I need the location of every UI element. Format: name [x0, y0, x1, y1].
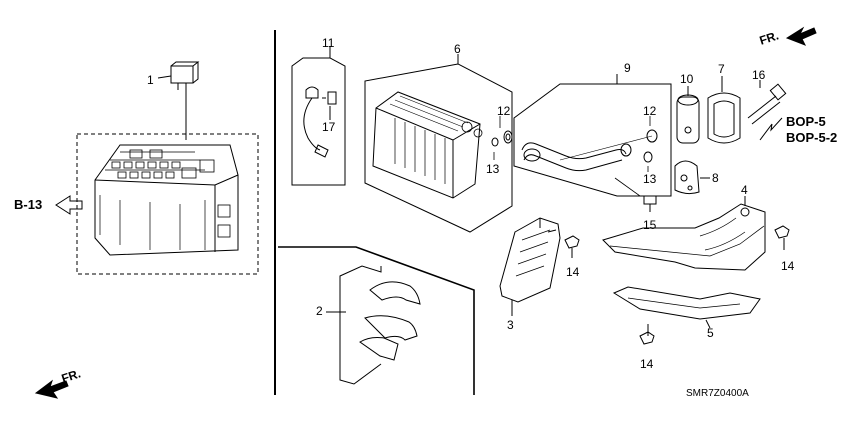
- callout-14b: 14: [781, 259, 795, 273]
- relay-part: [157, 61, 200, 140]
- evaporator-part: [364, 54, 513, 233]
- callout-12a: 12: [497, 104, 511, 118]
- callout-5: 5: [707, 326, 714, 340]
- ref-bop5: BOP-5: [786, 114, 826, 129]
- expansion-valve-part: [676, 86, 700, 144]
- ref-bop5-2: BOP-5-2: [786, 130, 838, 145]
- callout-17: 17: [322, 120, 336, 134]
- callout-12b: 12: [643, 104, 657, 118]
- callout-15: 15: [643, 218, 657, 232]
- mode-motor-part: [326, 265, 421, 385]
- callout-1: 1: [147, 73, 154, 87]
- panel-dividers: [274, 30, 475, 395]
- callout-11: 11: [322, 36, 335, 50]
- fuse-box-part: [76, 133, 259, 275]
- sensor-harness-part: [291, 46, 346, 186]
- callout-8: 8: [712, 171, 719, 185]
- pipe-part: [513, 74, 672, 197]
- gasket-part: [707, 76, 741, 144]
- callout-9: 9: [624, 61, 631, 75]
- callout-14a: 14: [566, 265, 580, 279]
- leader-lines: [457, 54, 651, 197]
- plate-part: [674, 160, 710, 195]
- diagram-code: SMR7Z0400A: [686, 388, 749, 399]
- callout-16: 16: [752, 68, 766, 82]
- callout-2: 2: [316, 304, 323, 318]
- bop-pointer: [759, 117, 783, 141]
- callout-6: 6: [454, 42, 461, 56]
- callout-10: 10: [680, 72, 694, 86]
- duct-cover-part: [499, 217, 561, 316]
- lower-duct-part: [612, 286, 761, 329]
- front-arrow-top: [785, 26, 817, 46]
- ref-b13: B-13: [14, 197, 43, 212]
- upper-duct-part: [602, 196, 766, 271]
- bolt-15-part: [643, 195, 657, 212]
- front-arrow-bottom: [34, 379, 69, 399]
- b13-direction-arrow: [55, 195, 83, 215]
- callout-4: 4: [741, 183, 748, 197]
- callout-13a: 13: [486, 162, 500, 176]
- callout-14c: 14: [640, 357, 654, 371]
- callout-3: 3: [507, 318, 514, 332]
- bolt-part: [747, 80, 787, 125]
- callout-7: 7: [718, 62, 725, 76]
- screw-parts: [564, 225, 790, 345]
- callout-13b: 13: [643, 172, 657, 186]
